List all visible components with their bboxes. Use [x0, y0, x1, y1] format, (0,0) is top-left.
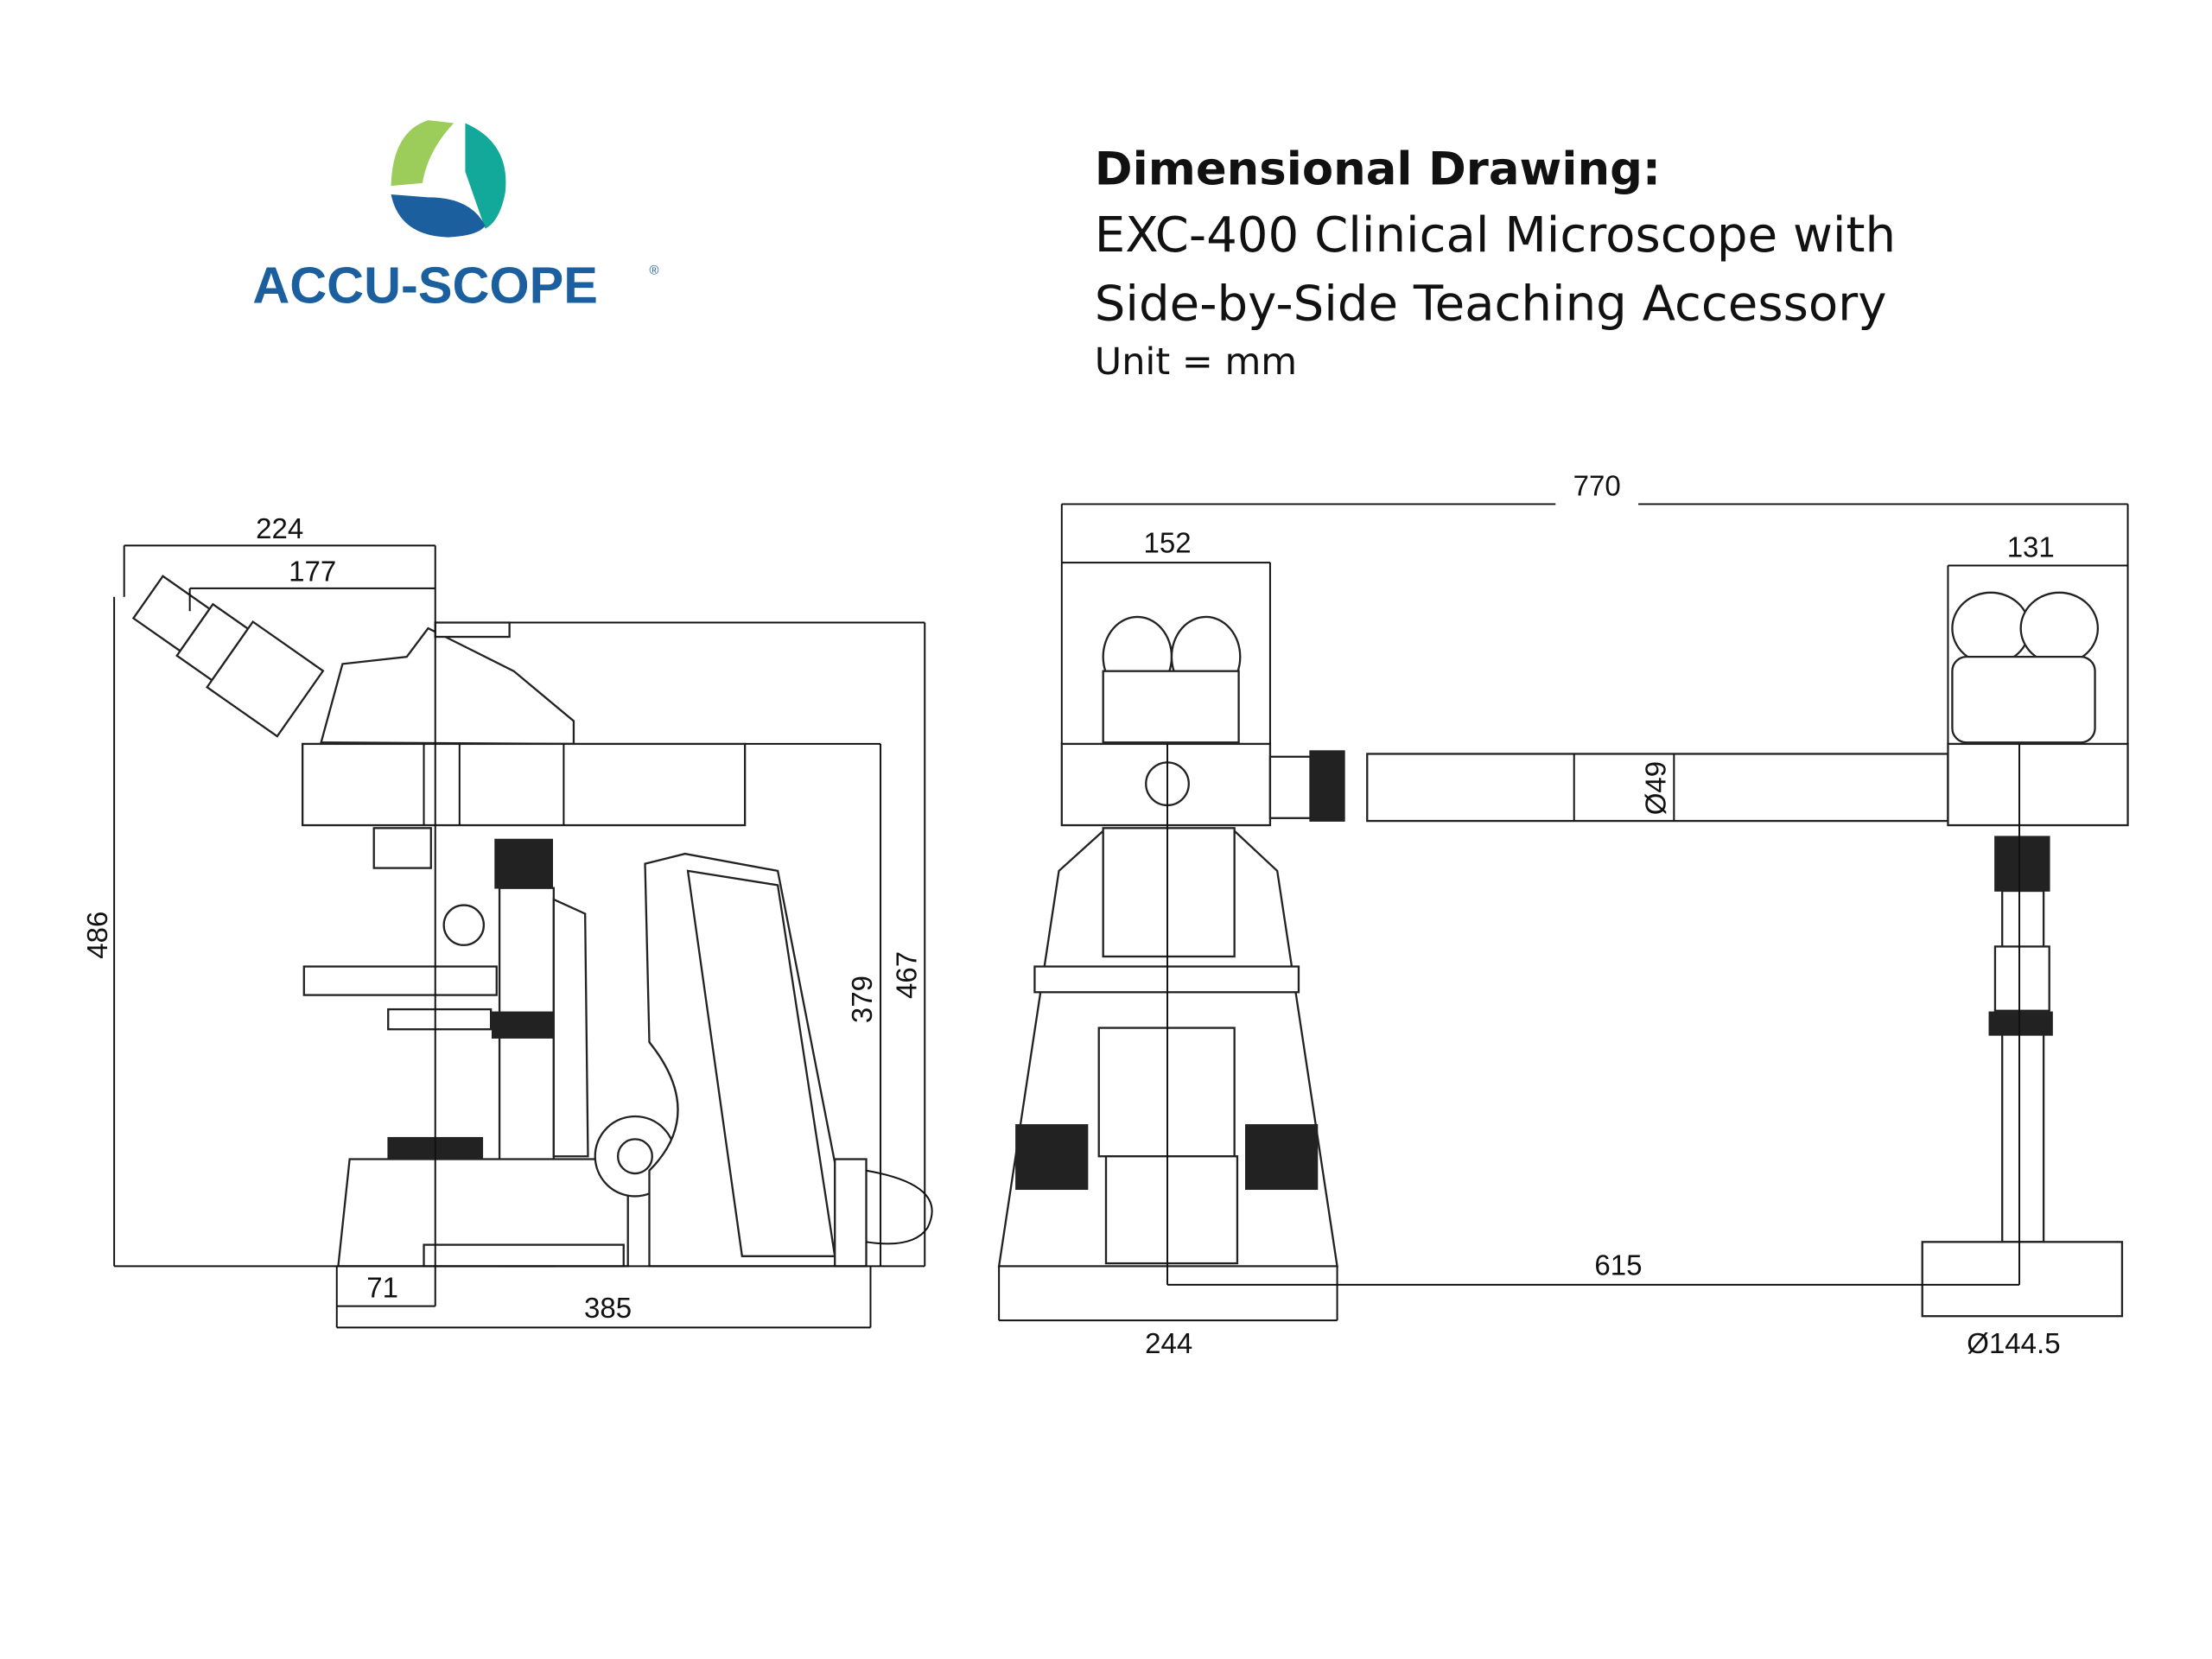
dim-177: 177 — [289, 556, 336, 588]
trinocular-head — [320, 626, 575, 746]
pillar-base — [1921, 1241, 2124, 1318]
dim-385: 385 — [584, 1292, 632, 1324]
bridge-tube — [1366, 753, 1949, 823]
unit-label: Unit = mm — [1095, 340, 1297, 384]
eyepiece-tube — [131, 575, 325, 738]
dim-71: 71 — [366, 1272, 398, 1304]
front-view-microscope — [997, 591, 2129, 1318]
dim-467: 467 — [890, 951, 922, 999]
power-cable — [866, 1169, 933, 1245]
drawing-subtitle-line1: EXC-400 Clinical Microscope with — [1095, 207, 1896, 264]
logo-teal-swoosh — [465, 123, 506, 229]
illuminator-body — [301, 742, 747, 827]
teaching-eyepiece-right — [2019, 591, 2100, 665]
drawing-subtitle-line2: Side-by-Side Teaching Accessory — [1095, 276, 1887, 332]
front-view-dimensions: 770 152 131 Ø49 615 244 Ø144.5 — [998, 470, 2129, 1359]
objective — [442, 904, 486, 946]
accu-scope-logo: ACCU-SCOPE ® — [252, 120, 658, 315]
logo-blue-swoosh — [391, 194, 486, 238]
bridge-knurl — [1309, 750, 1345, 822]
dim-base-diameter: Ø144.5 — [1967, 1327, 2060, 1359]
nosepiece-knurl — [494, 838, 553, 889]
pillar-knurl — [1994, 836, 2050, 892]
dim-131: 131 — [2007, 531, 2055, 563]
logo-green-swoosh — [391, 120, 454, 187]
filter-slider — [372, 827, 432, 869]
logo-wordmark: ACCU-SCOPE — [252, 257, 598, 315]
front-focus-knob-left — [1015, 1124, 1089, 1191]
focus-knob — [491, 1011, 557, 1039]
dim-379: 379 — [846, 976, 878, 1023]
dim-615: 615 — [1594, 1249, 1642, 1281]
support-pillar — [2001, 889, 2045, 1243]
dim-486: 486 — [81, 912, 113, 959]
dim-244: 244 — [1145, 1327, 1192, 1359]
dim-152: 152 — [1143, 527, 1191, 559]
side-view-microscope — [131, 575, 933, 1268]
logo-registered-mark: ® — [649, 264, 658, 278]
side-view-dimensions: 224 177 486 467 379 71 385 — [81, 512, 926, 1329]
condenser — [387, 1007, 493, 1031]
teaching-head-block — [1947, 742, 2129, 827]
dim-bridge-diameter: Ø49 — [1639, 761, 1671, 815]
front-focus-knob-right — [1245, 1124, 1319, 1191]
stage — [302, 965, 498, 996]
dim-224: 224 — [256, 512, 303, 544]
teaching-eyepiece-left — [1951, 591, 2031, 665]
camera-port — [434, 621, 511, 639]
drawing-title: Dimensional Drawing: — [1095, 143, 1661, 195]
dim-770: 770 — [1573, 470, 1621, 502]
